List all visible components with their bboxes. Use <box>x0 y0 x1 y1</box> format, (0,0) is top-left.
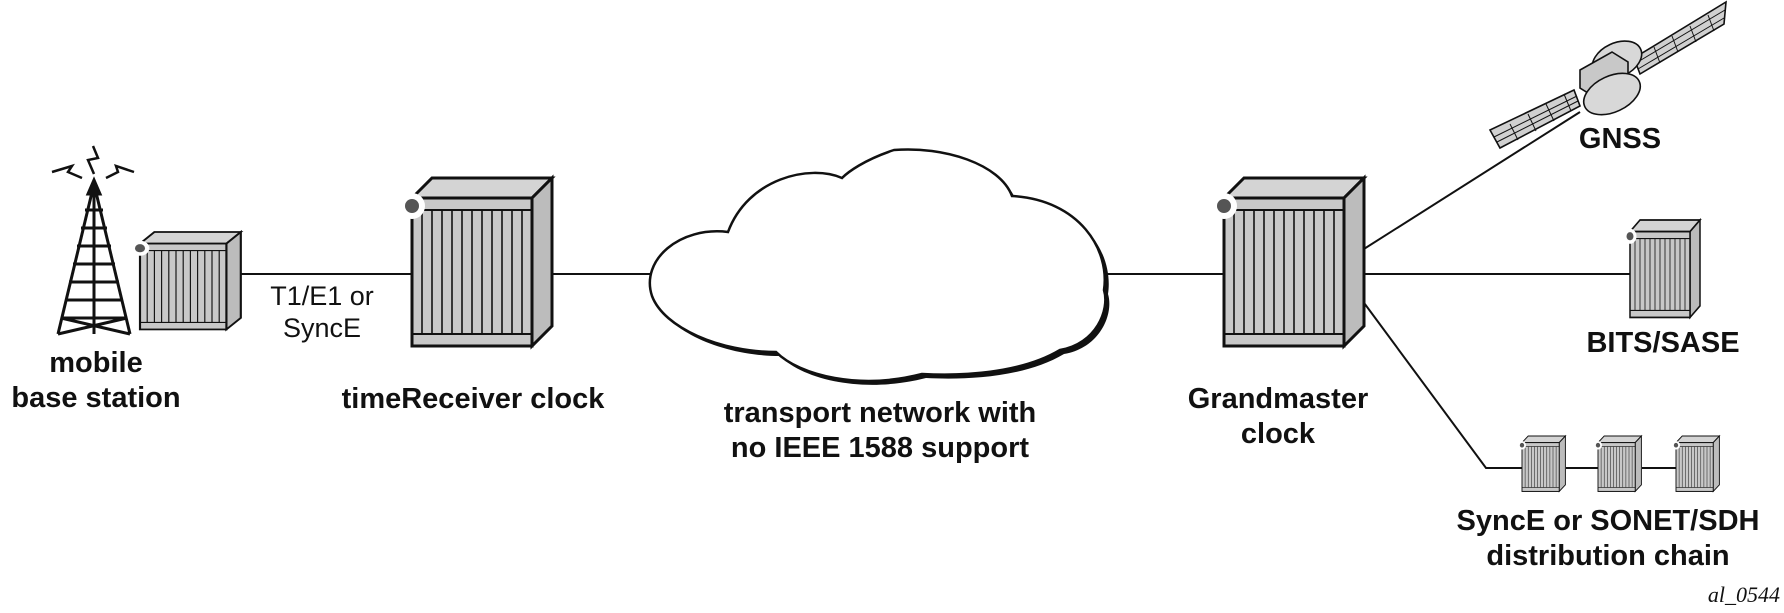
transport-label-line2: no IEEE 1588 support <box>730 431 1030 464</box>
bits-sase-label: BITS/SASE <box>1586 327 1740 359</box>
transport-label-line1: transport network with <box>723 397 1037 429</box>
satellite-icon <box>1488 0 1727 150</box>
grandmaster-label: Grandmaster clock <box>1168 382 1388 452</box>
links <box>236 111 1676 469</box>
link-grandmaster-to-chain <box>1355 291 1522 469</box>
chain-node-1-icon <box>1517 435 1566 492</box>
chain-label-line1: SyncE or SONET/SDH <box>1456 505 1760 537</box>
grandmaster-clock-icon <box>1209 176 1366 348</box>
gnss-label: GNSS <box>1578 123 1662 155</box>
base-station-label-line2: base station <box>11 381 181 414</box>
link-type-label-line2: SyncE <box>282 313 362 344</box>
time-receiver-label: timeReceiver clock <box>341 383 605 415</box>
base-station-label: mobile base station <box>0 346 192 416</box>
figure-id: al_0544 <box>1707 582 1780 607</box>
chain-node-2-icon <box>1593 435 1642 492</box>
bits-sase-icon <box>1622 219 1701 319</box>
grandmaster-label-line2: clock <box>1240 417 1316 450</box>
chain-node-3-icon <box>1671 435 1720 492</box>
link-grandmaster-to-gnss <box>1355 111 1581 255</box>
cell-tower-icon <box>51 145 135 336</box>
base-station-label-line1: mobile <box>49 347 143 379</box>
link-type-label-line1: T1/E1 or <box>270 281 374 311</box>
chain-label-line2: distribution chain <box>1486 539 1730 572</box>
grandmaster-label-line1: Grandmaster <box>1187 383 1369 415</box>
link-type-label: T1/E1 or SyncE <box>252 280 392 345</box>
time-receiver-clock-icon <box>397 176 554 348</box>
transport-network-label: transport network with no IEEE 1588 supp… <box>680 396 1080 466</box>
distribution-chain-label: SyncE or SONET/SDH distribution chain <box>1432 504 1784 574</box>
transport-cloud-icon <box>648 148 1110 385</box>
base-station-equipment-icon <box>129 230 242 331</box>
